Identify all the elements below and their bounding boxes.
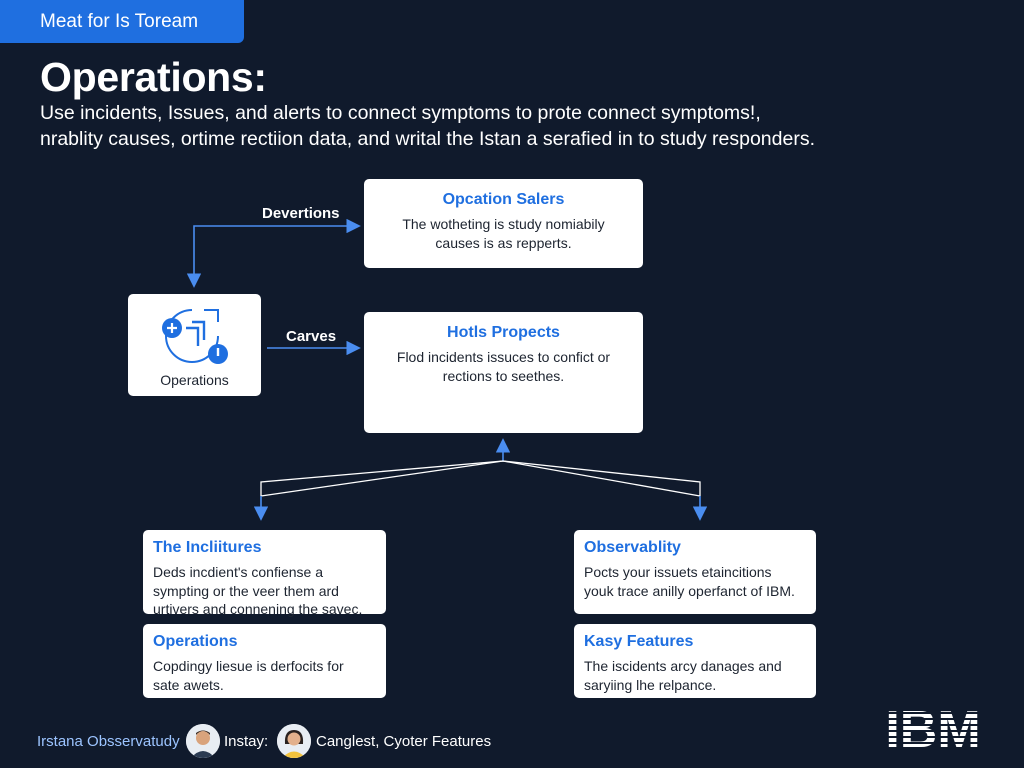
card-opcation-salers[interactable]: Opcation Salers The wotheting is study n… xyxy=(364,179,643,268)
ibm-logo-text: IBM xyxy=(885,701,980,750)
card-line: causes is as repperts. xyxy=(435,235,571,251)
card-body: Pocts your issuets etaincitions youk tra… xyxy=(584,563,806,600)
card-line: Flod incidents issuces to confict or xyxy=(397,349,610,365)
card-operations[interactable]: Operations Copdingy liesue is derfocits … xyxy=(143,624,386,698)
card-line: Copdingy liesue is derfocits for xyxy=(153,658,344,674)
card-title: Kasy Features xyxy=(584,633,806,651)
card-observablity[interactable]: Observablity Pocts your issuets etaincit… xyxy=(574,530,816,614)
card-the-incliitures[interactable]: The Incliitures Deds incdient's confiens… xyxy=(143,530,386,614)
card-line: Deds incdient's confiense a xyxy=(153,564,323,580)
connector-cross-a xyxy=(261,461,700,496)
card-body: Copdingy liesue is derfocits for sate aw… xyxy=(153,657,376,694)
edge-label-middle: Carves xyxy=(286,328,336,345)
card-line: youk trace anilly operfanct of IBM. xyxy=(584,583,795,599)
card-body: Flod incidents issuces to confict or rec… xyxy=(380,348,627,385)
card-line: Pocts your issuets etaincitions xyxy=(584,564,772,580)
footer-brand: Irstana Obsservatudy xyxy=(37,733,180,750)
ibm-logo: IBM xyxy=(872,700,994,750)
card-line: sympting or the veer them ard xyxy=(153,583,339,599)
avatar-person-icon xyxy=(186,724,220,758)
footer-label-1: Instay: xyxy=(224,733,268,750)
card-body: The iscidents arcy danages and saryiing … xyxy=(584,657,806,694)
card-title: The Incliitures xyxy=(153,539,376,557)
card-title: Observablity xyxy=(584,539,806,557)
card-line: rections to seethes. xyxy=(443,368,564,384)
operations-icon xyxy=(160,302,230,368)
avatar-user-2[interactable] xyxy=(277,724,311,758)
connector-top xyxy=(194,226,358,285)
footer-label-2: Canglest, Cyoter Features xyxy=(316,733,491,750)
card-line: urtivers and connening the savec. xyxy=(153,601,362,617)
card-line: The iscidents arcy danages and xyxy=(584,658,782,674)
card-kasy-features[interactable]: Kasy Features The iscidents arcy danages… xyxy=(574,624,816,698)
card-body: Deds incdient's confiense a sympting or … xyxy=(153,563,376,619)
card-body: The wotheting is study nomiabily causes … xyxy=(380,215,627,252)
card-line: sate awets. xyxy=(153,677,224,693)
card-title: Operations xyxy=(153,633,376,651)
avatar-person-icon xyxy=(277,724,311,758)
card-line: saryiing lhe relpance. xyxy=(584,677,716,693)
avatar-user-1[interactable] xyxy=(186,724,220,758)
card-hotls-propects[interactable]: Hotls Propects Flod incidents issuces to… xyxy=(364,312,643,433)
card-title: Opcation Salers xyxy=(380,191,627,209)
source-node-operations[interactable]: Operations xyxy=(128,294,261,396)
source-node-label: Operations xyxy=(160,372,228,388)
card-title: Hotls Propects xyxy=(380,324,627,342)
connector-cross-b xyxy=(261,461,700,496)
edge-label-top: Devertions xyxy=(262,205,340,222)
card-line: The wotheting is study nomiabily xyxy=(402,216,604,232)
